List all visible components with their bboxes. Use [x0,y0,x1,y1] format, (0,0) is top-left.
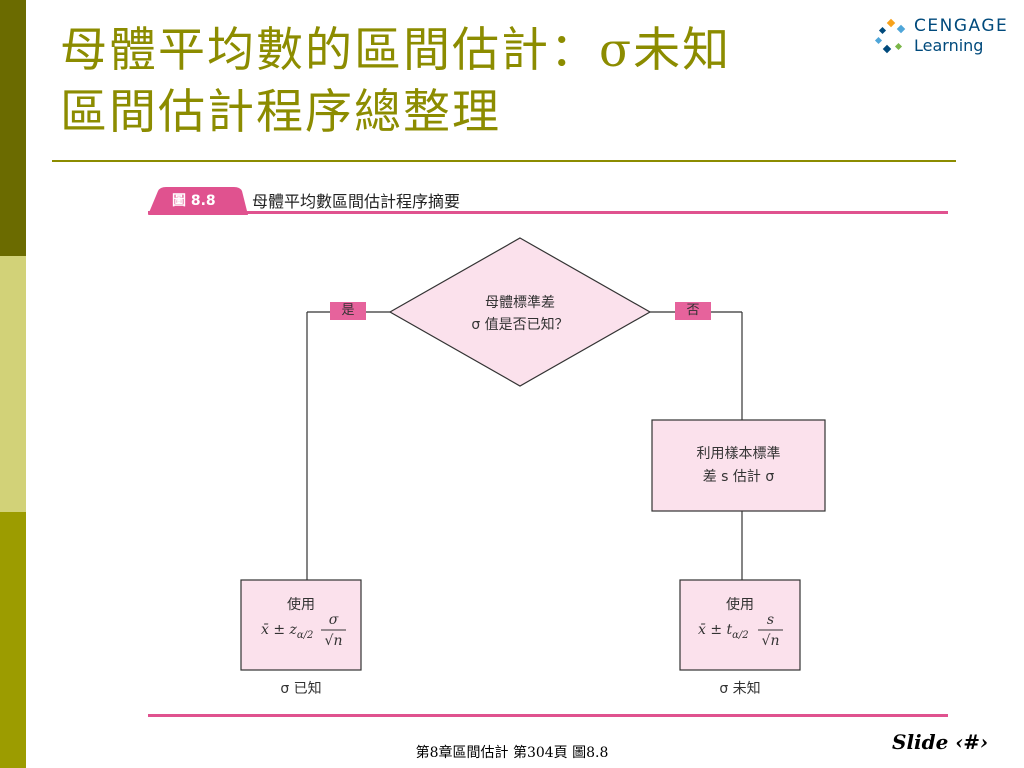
sidebar-block-dark [0,0,26,256]
known-formula-prefix: x̄ ± z [261,622,297,638]
title-divider [52,160,956,162]
known-sigma-caption: σ 已知 [280,681,322,697]
sidebar-block-mid [0,512,26,768]
figure-bottom-rule [148,714,948,717]
unknown-box-formula: x̄ ± tα/2 [698,622,758,641]
decision-line2: σ 值是否已知？ [471,317,569,333]
known-formula-numerator: σ [328,612,339,628]
sidebar-block-light [0,256,26,512]
footer-reference: 第8章區間估計 第304頁 圖8.8 [415,745,609,761]
cengage-logo-icon [874,18,906,54]
figure-top-rule [148,211,948,214]
logo-sub-text: Learning [914,36,984,55]
slide-title-line2: 區間估計程序總整理 [60,85,501,140]
logo-brand-text: CENGAGE [914,16,1009,36]
unknown-formula-denominator: √n [761,633,780,649]
estimate-line2: 差 s 估計 σ [702,469,775,485]
known-box-formula: x̄ ± zα/2 [261,622,321,641]
estimate-box [651,419,826,512]
known-box-use: 使用 [287,597,315,613]
yes-tag: 是 [330,302,366,320]
unknown-sigma-box [679,579,801,671]
figure-number: 圖 8.8 [172,193,216,209]
unknown-formula-numerator: s [766,612,775,628]
figure-caption: 母體平均數區間估計程序摘要 [252,192,461,211]
known-formula-sub: α/2 [296,629,314,641]
slide-number: Slide ‹#› [892,730,989,754]
sidebar-stripe [0,0,26,768]
no-tag: 否 [675,302,711,320]
known-sigma-box [240,579,362,671]
figure-badge-shape [148,187,248,215]
unknown-formula-sub: α/2 [732,629,749,641]
slide-title: 母體平均數的區間估計：σ未知 區間估計程序總整理 [60,20,731,144]
decision-line1: 母體標準差 [485,295,555,311]
unknown-sigma-caption: σ 未知 [719,681,761,697]
cengage-logo: CENGAGE Learning [872,14,1012,62]
unknown-formula-prefix: x̄ ± t [698,622,733,638]
known-formula-denominator: √n [324,633,343,649]
decision-diamond [388,237,652,387]
slide-title-line1: 母體平均數的區間估計：σ未知 [60,23,732,78]
estimate-line1: 利用樣本標準 [696,446,781,462]
unknown-box-use: 使用 [726,597,754,613]
